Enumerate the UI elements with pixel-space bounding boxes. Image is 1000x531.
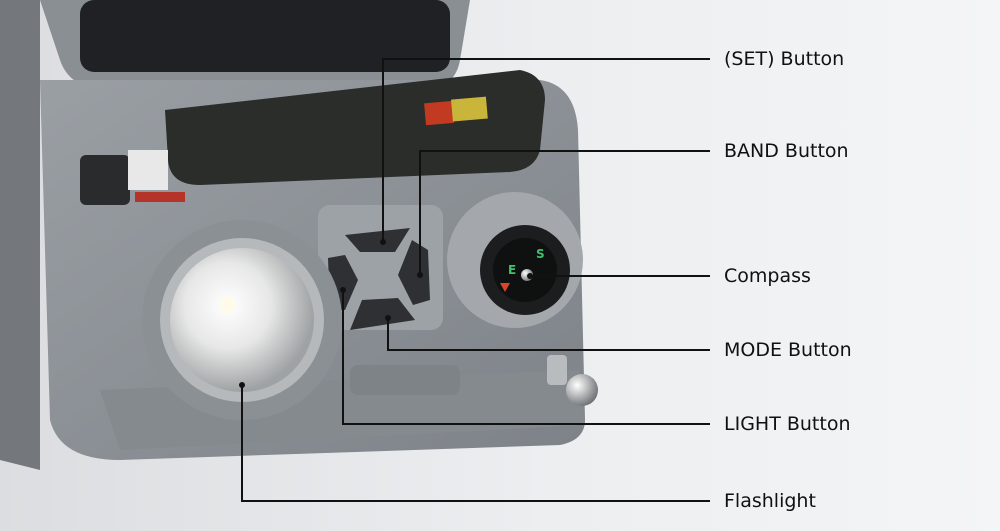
flashlight-lens	[170, 248, 314, 392]
band-button-shape	[398, 240, 430, 305]
band-leader-line	[419, 150, 710, 275]
mode-button-label: MODE Button	[724, 339, 852, 361]
tuning-display	[165, 70, 545, 185]
svg-text:S: S	[536, 247, 545, 261]
compass-label: Compass	[724, 265, 811, 287]
mode-button-shape	[350, 298, 415, 330]
set-button-shape	[345, 228, 410, 252]
display-yellow-segment	[451, 96, 488, 122]
antenna-ball	[566, 374, 598, 406]
tuning-knob	[80, 155, 130, 205]
light-button-label: LIGHT Button	[724, 413, 851, 435]
red-switch	[135, 192, 185, 202]
antenna-spring	[547, 355, 567, 385]
tuning-scale	[128, 150, 168, 190]
band-button-label: BAND Button	[724, 140, 849, 162]
flashlight-label: Flashlight	[724, 490, 816, 512]
set-leader-line	[382, 58, 710, 242]
radio-side-panel	[0, 0, 40, 470]
speaker-grille	[80, 0, 450, 72]
display-red-segment	[424, 100, 454, 126]
flashlight-leader-line	[241, 385, 710, 502]
svg-text:E: E	[508, 263, 516, 277]
light-leader-line	[342, 290, 710, 425]
mode-leader-line	[387, 318, 710, 351]
set-button-label: (SET) Button	[724, 48, 845, 70]
slot	[350, 365, 460, 395]
